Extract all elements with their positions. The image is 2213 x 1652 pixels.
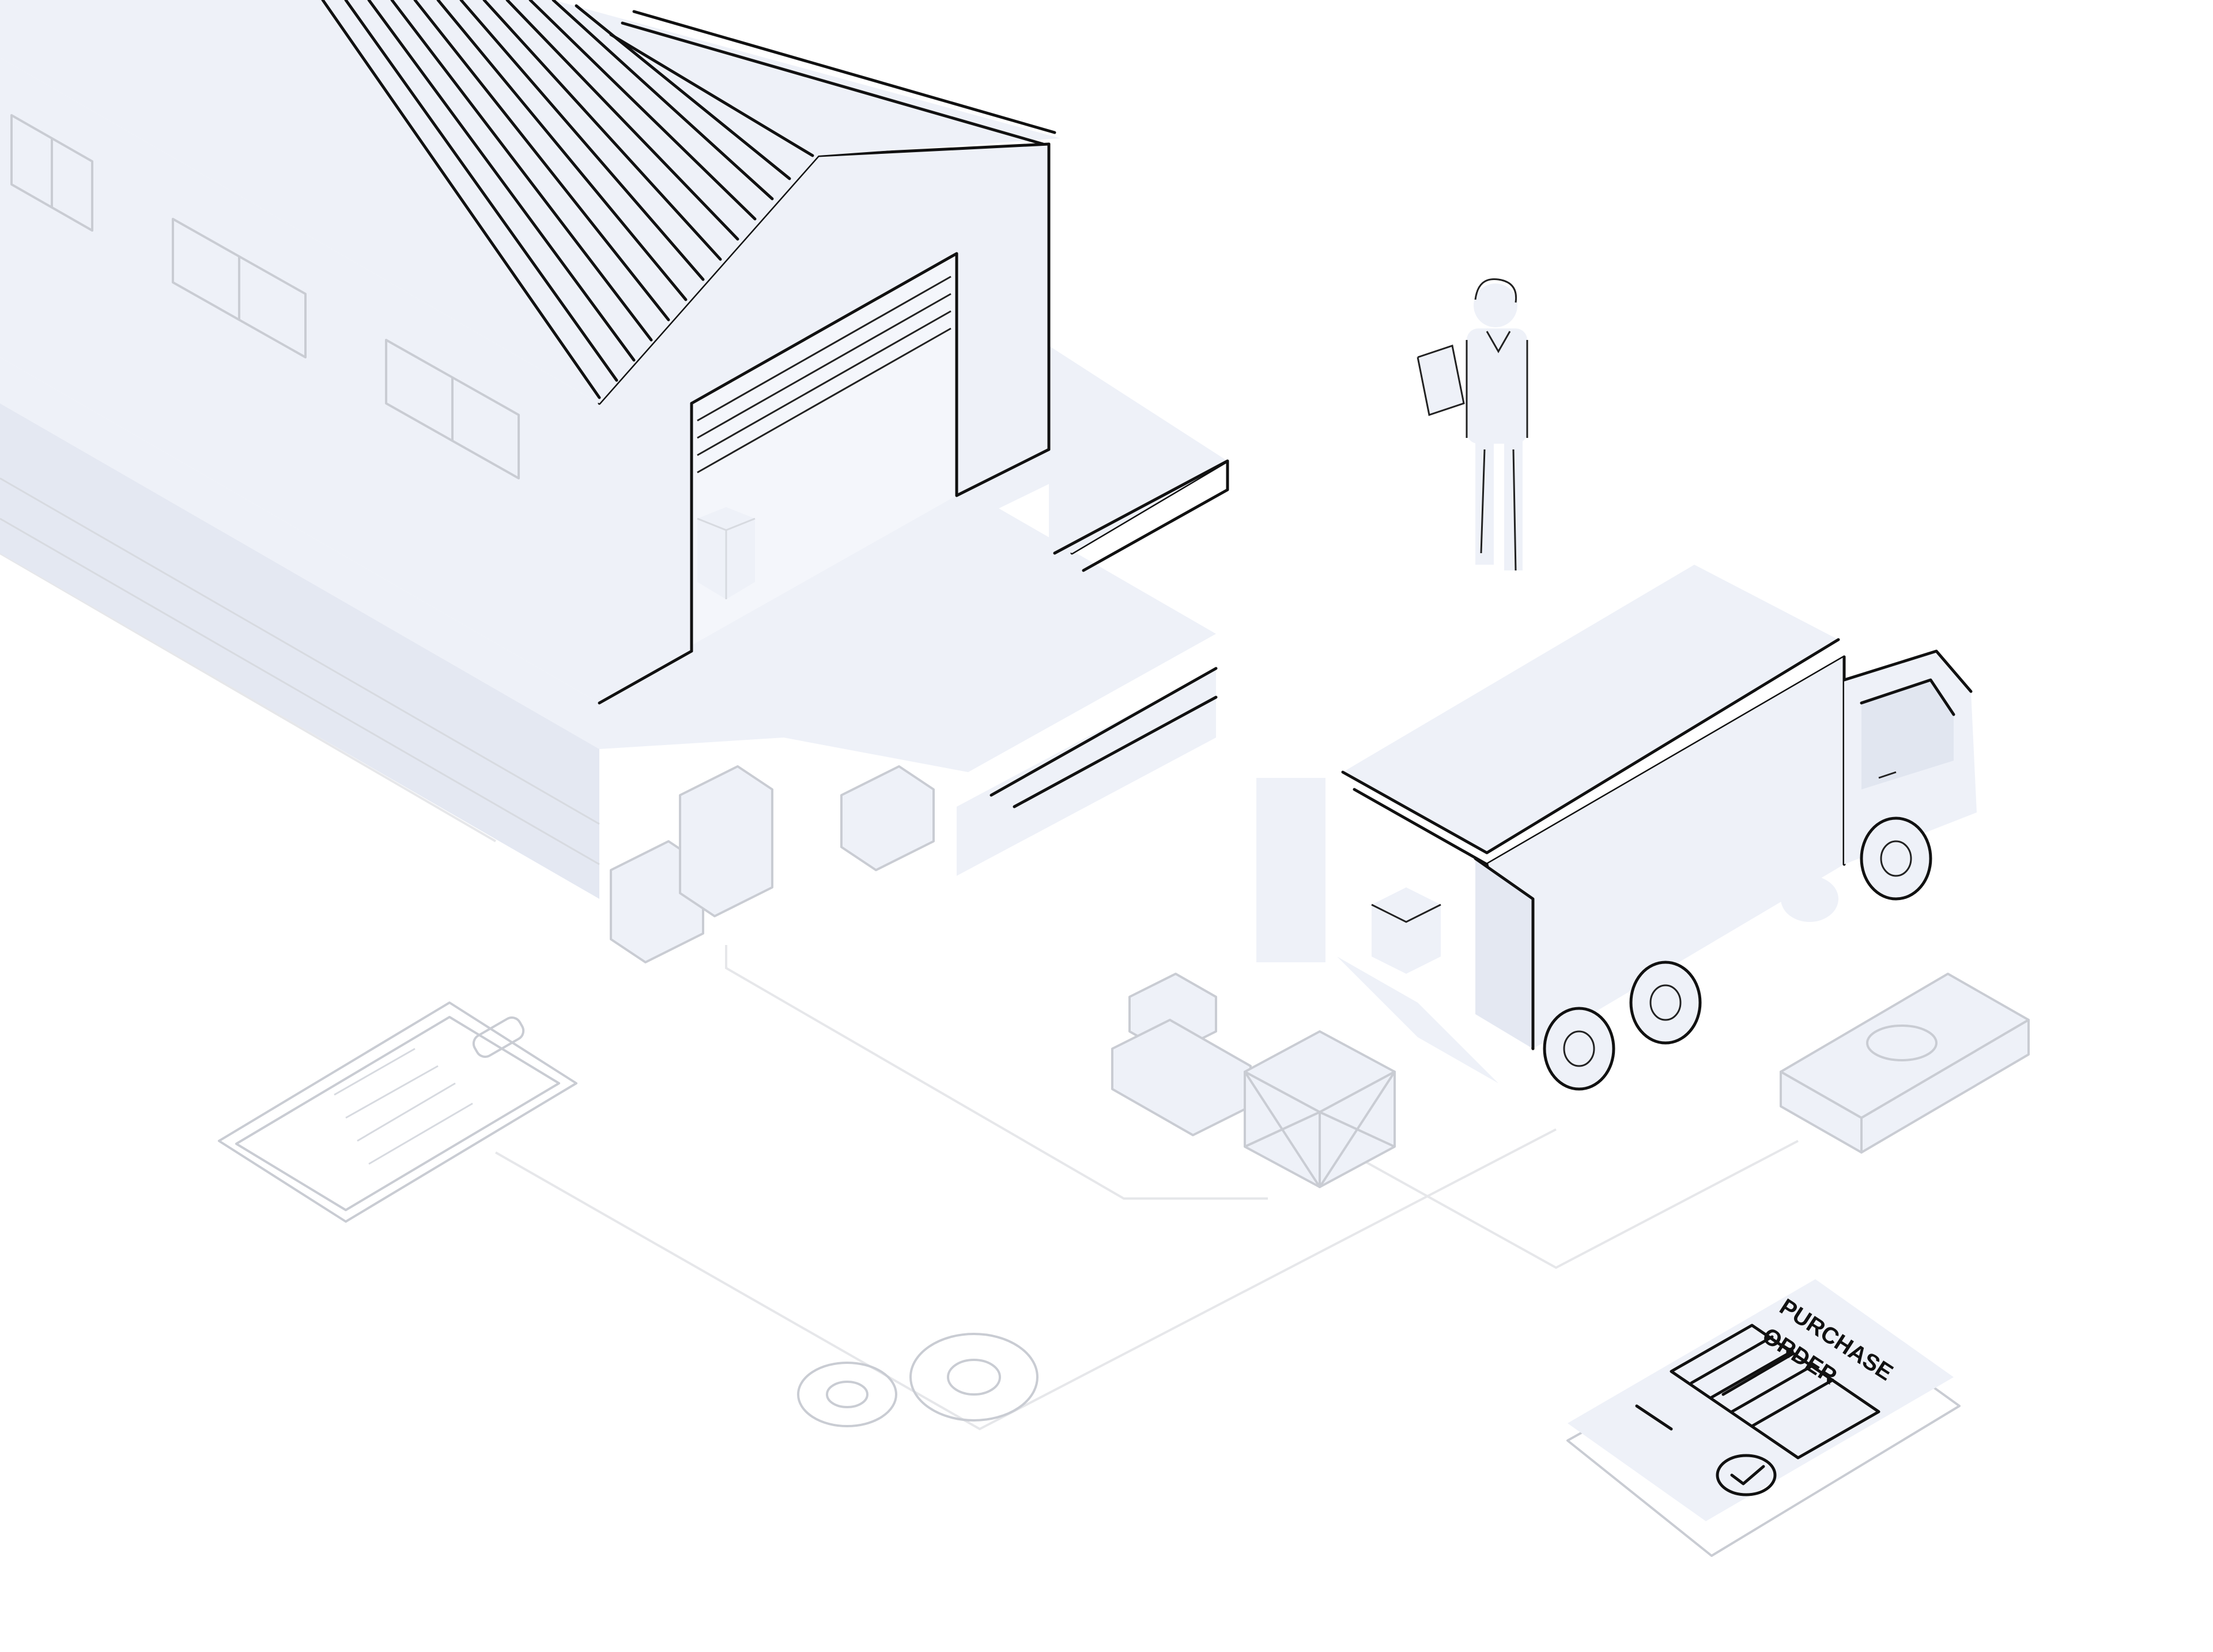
warehouse-icon: [0, 0, 1229, 963]
checkmark-icon: [1716, 1454, 1777, 1496]
worker-icon: [1417, 278, 1528, 571]
cardboard-boxes-icon: [1111, 973, 1252, 1136]
clipboard-icon: [218, 1001, 577, 1223]
truck-wheels: [1543, 816, 1932, 1091]
wooden-crate-icon: [1244, 1030, 1396, 1188]
money-stack-icon: [1780, 973, 2030, 1154]
dock-boxes: [610, 765, 935, 963]
doorway-box: [697, 507, 756, 599]
flow-lines: [0, 552, 1799, 1431]
purchase-order-icon: PURCHASE ORDER: [1566, 1279, 1961, 1557]
truck-icon: [1256, 565, 1977, 1091]
gears-icon: [797, 1333, 1038, 1427]
